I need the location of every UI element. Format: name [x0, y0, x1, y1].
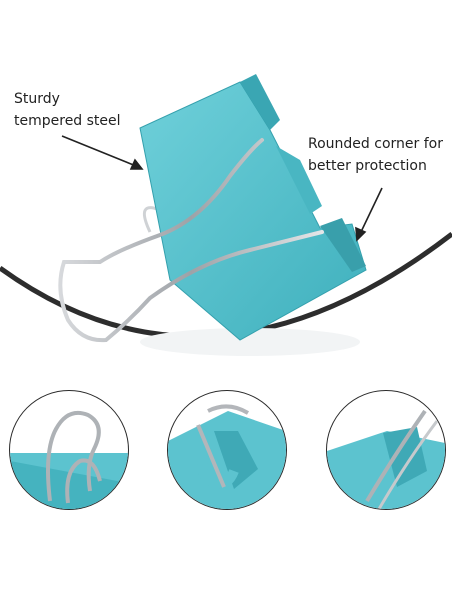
wire-handle: [58, 138, 324, 343]
callout-steel-line-1: Sturdy: [14, 91, 60, 107]
arrow-right: [355, 187, 383, 242]
reflection: [140, 328, 360, 356]
callout-corner-line-1: Rounded corner for: [308, 136, 443, 152]
wire-handle-detail: [10, 410, 128, 509]
clip-jaw-detail: [168, 404, 286, 509]
detail-circle-jaw: [167, 390, 287, 510]
clip-body: [139, 74, 367, 341]
callout-steel: Sturdy tempered steel: [14, 88, 121, 132]
callout-steel-line-2: tempered steel: [14, 113, 121, 129]
detail-circle-wire: [9, 390, 129, 510]
rounded-corner-detail: [327, 409, 445, 509]
callout-corner: Rounded corner for better protection: [308, 133, 443, 177]
arrow-left: [61, 135, 144, 170]
detail-circle-corner: [326, 390, 446, 510]
callout-corner-line-2: better protection: [308, 158, 427, 174]
